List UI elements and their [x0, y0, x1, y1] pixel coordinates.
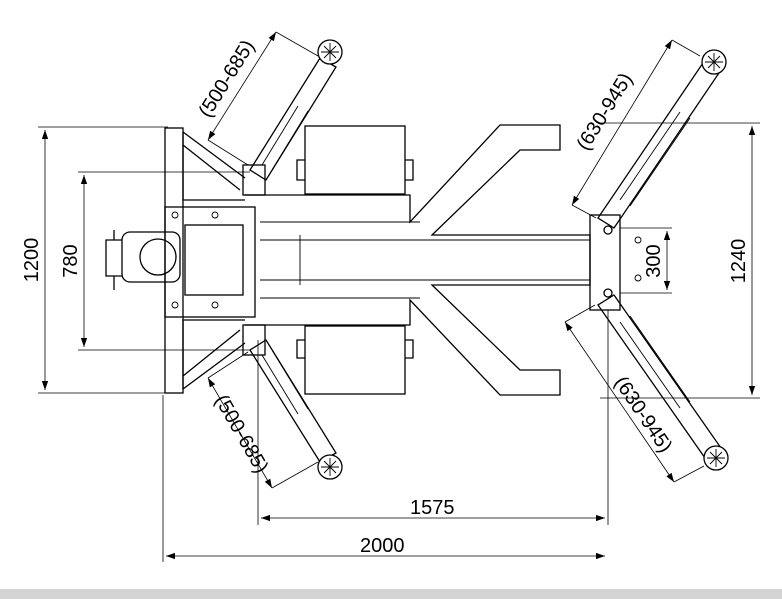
bottom-scrollbar-strip: [0, 589, 782, 599]
bolt: [171, 301, 179, 309]
rear-pin-top: [634, 236, 642, 244]
lower-pad-clip-left: [296, 339, 305, 359]
lower-brace: [182, 319, 246, 390]
lower-pad-clip-right: [405, 339, 414, 359]
bolt: [171, 211, 179, 219]
dim-label-300: 300: [643, 244, 665, 277]
motor-housing: [121, 231, 181, 283]
dim-label-arm-rear-bottom: (630-945): [610, 373, 677, 457]
lift-frame: [105, 124, 642, 396]
upper-brace: [182, 131, 246, 201]
bolt: [211, 301, 219, 309]
upper-wheel-pad: [304, 125, 406, 195]
arm-front-bottom: [249, 339, 343, 480]
upper-pad-clip-left: [296, 159, 305, 181]
beam-centerline: [260, 221, 590, 299]
dim-label-780: 780: [60, 244, 82, 277]
dim-label-arm-front-bottom: (500-685): [210, 391, 272, 477]
rear-pivot-block: [589, 214, 621, 311]
dim-label-arm-rear-top: (630-945): [573, 69, 638, 154]
dim-label-2000: 2000: [360, 535, 405, 557]
front-pivot-bottom: [242, 324, 266, 356]
front-pivot-top: [242, 164, 266, 196]
bolt: [211, 211, 219, 219]
dimension-lines: [38, 31, 760, 562]
handle: [105, 230, 122, 290]
dim-label-1240: 1240: [728, 239, 750, 284]
rear-pin-bottom: [634, 274, 642, 282]
dim-label-arm-front-top: (500-685): [195, 36, 260, 121]
rear-pivot-top: [603, 225, 613, 235]
lower-wheel-pad: [304, 325, 406, 395]
dim-label-1575: 1575: [410, 497, 455, 519]
rear-pivot-bottom: [603, 288, 613, 298]
arm-front-top: [249, 39, 343, 181]
dim-label-1200: 1200: [21, 238, 43, 283]
motor-cap: [139, 238, 177, 276]
motor-plate: [164, 206, 256, 318]
upper-pad-clip-right: [405, 159, 414, 181]
pump-unit: [184, 224, 244, 296]
